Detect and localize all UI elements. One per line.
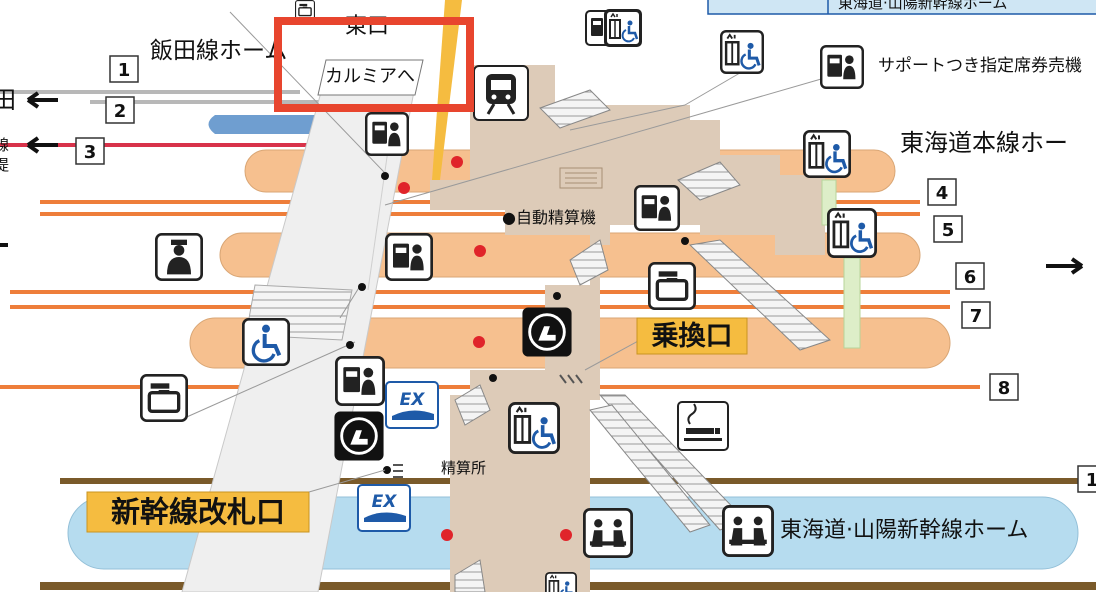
platform-numbers: 1 2 3 4 5 6 7 8 1: [75, 55, 1096, 493]
platform-number-4: 4: [927, 178, 957, 206]
ticket-machine-icon: [365, 112, 409, 156]
svg-text:8: 8: [998, 378, 1011, 399]
ticket-machine-icon: [335, 356, 385, 406]
platform-number-1: 1: [109, 55, 139, 83]
toilet-icon: [720, 30, 764, 74]
svg-text:1: 1: [118, 60, 131, 81]
platform-number-3: 3: [75, 137, 105, 165]
left-edge-char: 堤: [0, 156, 9, 174]
platform-number-8: 8: [989, 373, 1019, 401]
legend-partial: 東海道·山陽新幹線ホーム: [707, 0, 1096, 15]
coin-locker-icon: [140, 374, 188, 422]
leader-lines: [179, 11, 836, 421]
svg-text:新幹線改札口: 新幹線改札口: [111, 495, 285, 529]
leader-line: [308, 469, 386, 493]
svg-text:カルミアへ: カルミアへ: [325, 66, 415, 87]
elevator-shaft: [843, 257, 861, 349]
left-edge-mark: [0, 243, 8, 247]
svg-text:乗換口: 乗換口: [652, 321, 733, 352]
transfer-gate-label: 乗換口: [636, 317, 748, 355]
elevator-icon: [545, 572, 577, 592]
ticket-machine-icon: [385, 233, 433, 281]
elevator-icon: [803, 130, 851, 178]
support-ticket-machine-label: サポートつき指定席券売機: [878, 56, 1082, 76]
svg-text:2: 2: [114, 101, 127, 122]
station-staff-icon: [155, 233, 203, 281]
platform-number-2: 2: [105, 96, 135, 124]
platform-number-5: 5: [933, 215, 963, 243]
coin-locker-icon: [648, 262, 696, 310]
svg-text:EX: EX: [400, 390, 426, 410]
wheelchair-icon: [242, 318, 290, 366]
east-direction-arrow-icon: [1046, 257, 1084, 275]
junction-dots: [346, 172, 689, 474]
route-line: [432, 0, 462, 180]
highlight-box: [274, 17, 474, 112]
elevator-icon: [827, 208, 877, 258]
west-direction-arrow-icon: [26, 91, 58, 154]
seat-reservation-icon: [333, 410, 385, 462]
left-edge-char: 線: [0, 136, 9, 154]
smoking-area-icon: [677, 401, 729, 451]
shinkansen-gate-label: 新幹線改札口: [86, 491, 310, 533]
escalators: [454, 89, 831, 592]
fare-adjustment-machine-label: ●自動精算機: [502, 208, 596, 227]
seat-reservation-icon: [521, 306, 573, 358]
reserved-seat-ticket-machine-icon: [820, 45, 864, 89]
ex-shinkansen-icon: EX: [385, 381, 439, 429]
to-karumia-sign: カルミアへ: [317, 59, 424, 96]
ex-shinkansen-icon: EX: [357, 484, 411, 532]
waiting-room-icon: [722, 505, 774, 557]
svg-text:4: 4: [936, 183, 949, 204]
platform-number-1x: 1: [1077, 465, 1096, 493]
platform-number-6: 6: [955, 262, 985, 290]
gate-mark: [559, 374, 583, 384]
svg-text:7: 7: [970, 306, 983, 327]
waiting-room-icon: [583, 508, 633, 558]
train-icon: [473, 65, 529, 121]
gate-mark: [393, 464, 403, 478]
red-dots: [398, 156, 572, 541]
iida-platform-label: 飯田線ホーム: [150, 38, 287, 64]
svg-text:3: 3: [84, 142, 97, 163]
legend-text: 東海道·山陽新幹線ホーム: [838, 0, 1007, 12]
svg-text:5: 5: [942, 220, 955, 241]
ticket-machine-icon: [634, 185, 680, 231]
shinkansen-platform-label: 東海道·山陽新幹線ホーム: [780, 518, 1028, 543]
tokaido-main-platform-label: 東海道本線ホー: [900, 129, 1068, 157]
concourse: [430, 65, 825, 592]
left-edge-char: 田: [0, 86, 16, 114]
platform-number-7: 7: [961, 301, 991, 329]
coin-locker-icon: [294, 0, 316, 20]
fare-adjustment-office-label: 精算所: [441, 459, 486, 477]
svg-text:EX: EX: [372, 492, 398, 512]
svg-text:6: 6: [964, 267, 977, 288]
elevator-icon: [508, 402, 560, 454]
svg-text:1: 1: [1086, 470, 1096, 491]
